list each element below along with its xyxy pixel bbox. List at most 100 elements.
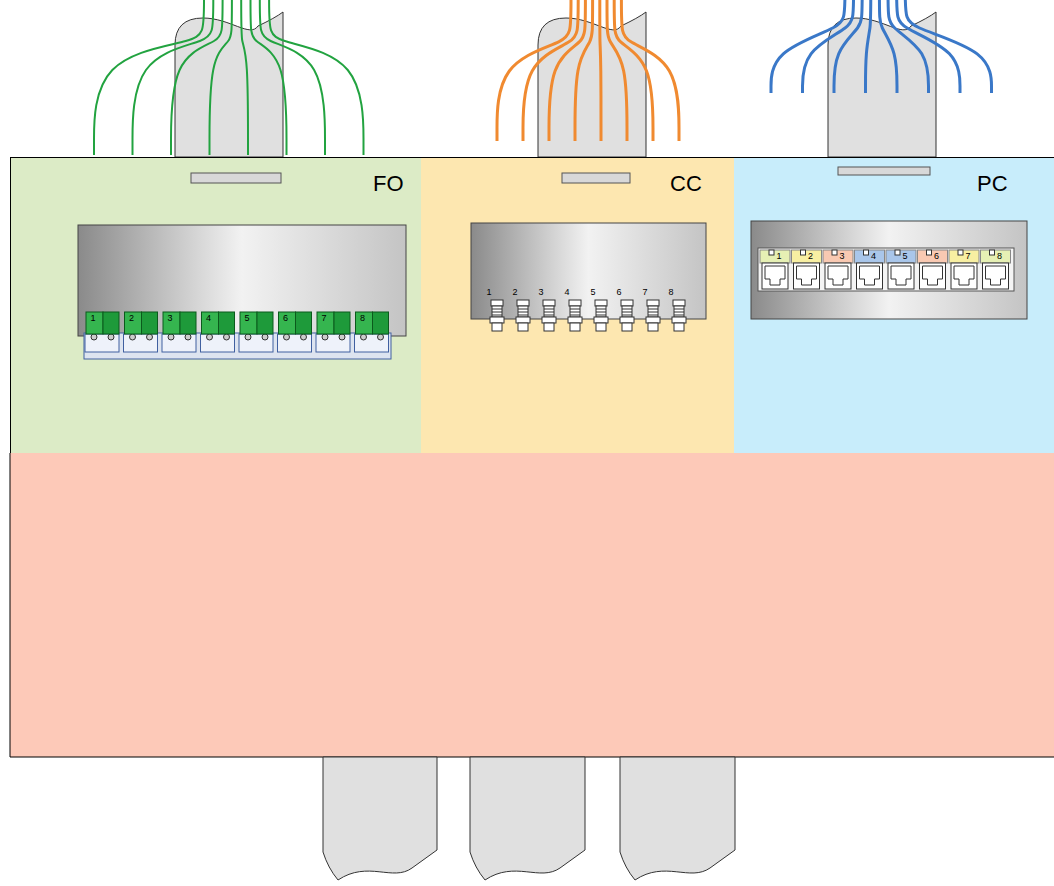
hex-nut [490,317,504,323]
f-connector [544,323,554,331]
thread [518,315,528,316]
thread [570,315,580,316]
thread [622,309,632,310]
punch-terminal [990,250,995,255]
hex-nut [542,317,556,323]
sc-connector [86,312,103,334]
f-connector [648,306,658,317]
f-connector [595,300,607,306]
patch-cable [888,0,929,93]
punch-terminal [864,250,869,255]
rj45-jack [794,263,820,289]
f-connector [518,323,528,331]
panel-title: CC [670,173,702,195]
adapter-port [124,334,158,352]
sc-connector [202,312,219,334]
thread [544,309,554,310]
fiber-strand [241,0,248,155]
rj45-jack [762,263,788,289]
f-connector [596,323,606,331]
ferrule [284,334,290,340]
cable-sheath [470,757,585,880]
ferrule [130,334,136,340]
jack-strip [758,248,1014,291]
fiber-strand [171,0,223,155]
adapter-port [201,334,235,352]
thread [570,309,580,310]
thread [674,309,684,310]
panel-drawing [421,158,734,454]
coax-cable [523,0,578,141]
adapter-port [85,334,119,352]
cable-clamp [562,173,630,183]
patch-cable [803,0,854,93]
port-tab [760,250,790,263]
thread [544,315,554,316]
rj45-jack [857,263,883,289]
thread [492,312,502,313]
fiber-strand [210,0,232,155]
patch-cable [905,0,991,93]
f-connector [543,300,555,306]
adapter-strip [84,333,391,359]
panel-region: CC [421,157,734,453]
cable-sheath [175,12,283,157]
f-connector [491,300,503,306]
f-connector [621,300,633,306]
ferrule [91,334,97,340]
patch-cable [834,0,862,93]
panel-region: FO [10,157,421,453]
patch-cable [866,0,871,93]
sc-connector [142,312,158,334]
patch-panel [471,223,706,319]
panel-title: FO [373,173,404,195]
cable-clamp [838,167,930,175]
thread [674,315,684,316]
ferrule [322,334,328,340]
sc-connector [373,312,389,334]
rj45-jack [888,263,914,289]
port-tab [823,250,853,263]
punch-terminal [958,250,963,255]
thread [570,312,580,313]
f-connector [544,306,554,317]
thread [596,312,606,313]
fiber-strand [269,0,363,155]
rj45-jack [825,263,851,289]
ferrule [224,334,230,340]
sc-connector [125,312,142,334]
jack-opening [986,266,1006,285]
coax-cable [549,0,585,141]
ferrule [185,334,191,340]
punch-terminal [895,250,900,255]
punch-terminal [927,250,932,255]
sc-connector [257,312,273,334]
hex-nut [516,317,530,323]
thread [622,315,632,316]
adapter-port [278,334,312,352]
panel-title: PC [977,173,1008,195]
ferrule [301,334,307,340]
f-connector [492,306,502,317]
panel-drawing [734,158,1054,454]
port-tab [981,250,1011,263]
punch-terminal [832,250,837,255]
f-connector [517,300,529,306]
ferrule [245,334,251,340]
coax-cable [607,0,627,141]
sc-connector [219,312,235,334]
fiber-strand [133,0,214,155]
jack-opening [828,266,848,285]
f-connector [622,306,632,317]
thread [648,315,658,316]
hex-nut [594,317,608,323]
f-connector [647,300,659,306]
f-connector [569,300,581,306]
ferrule [262,334,268,340]
hex-nut [568,317,582,323]
coax-cable [600,0,601,141]
punch-terminal [769,250,774,255]
f-connector [673,300,685,306]
rj45-jack [983,263,1009,289]
sc-connector [163,312,180,334]
